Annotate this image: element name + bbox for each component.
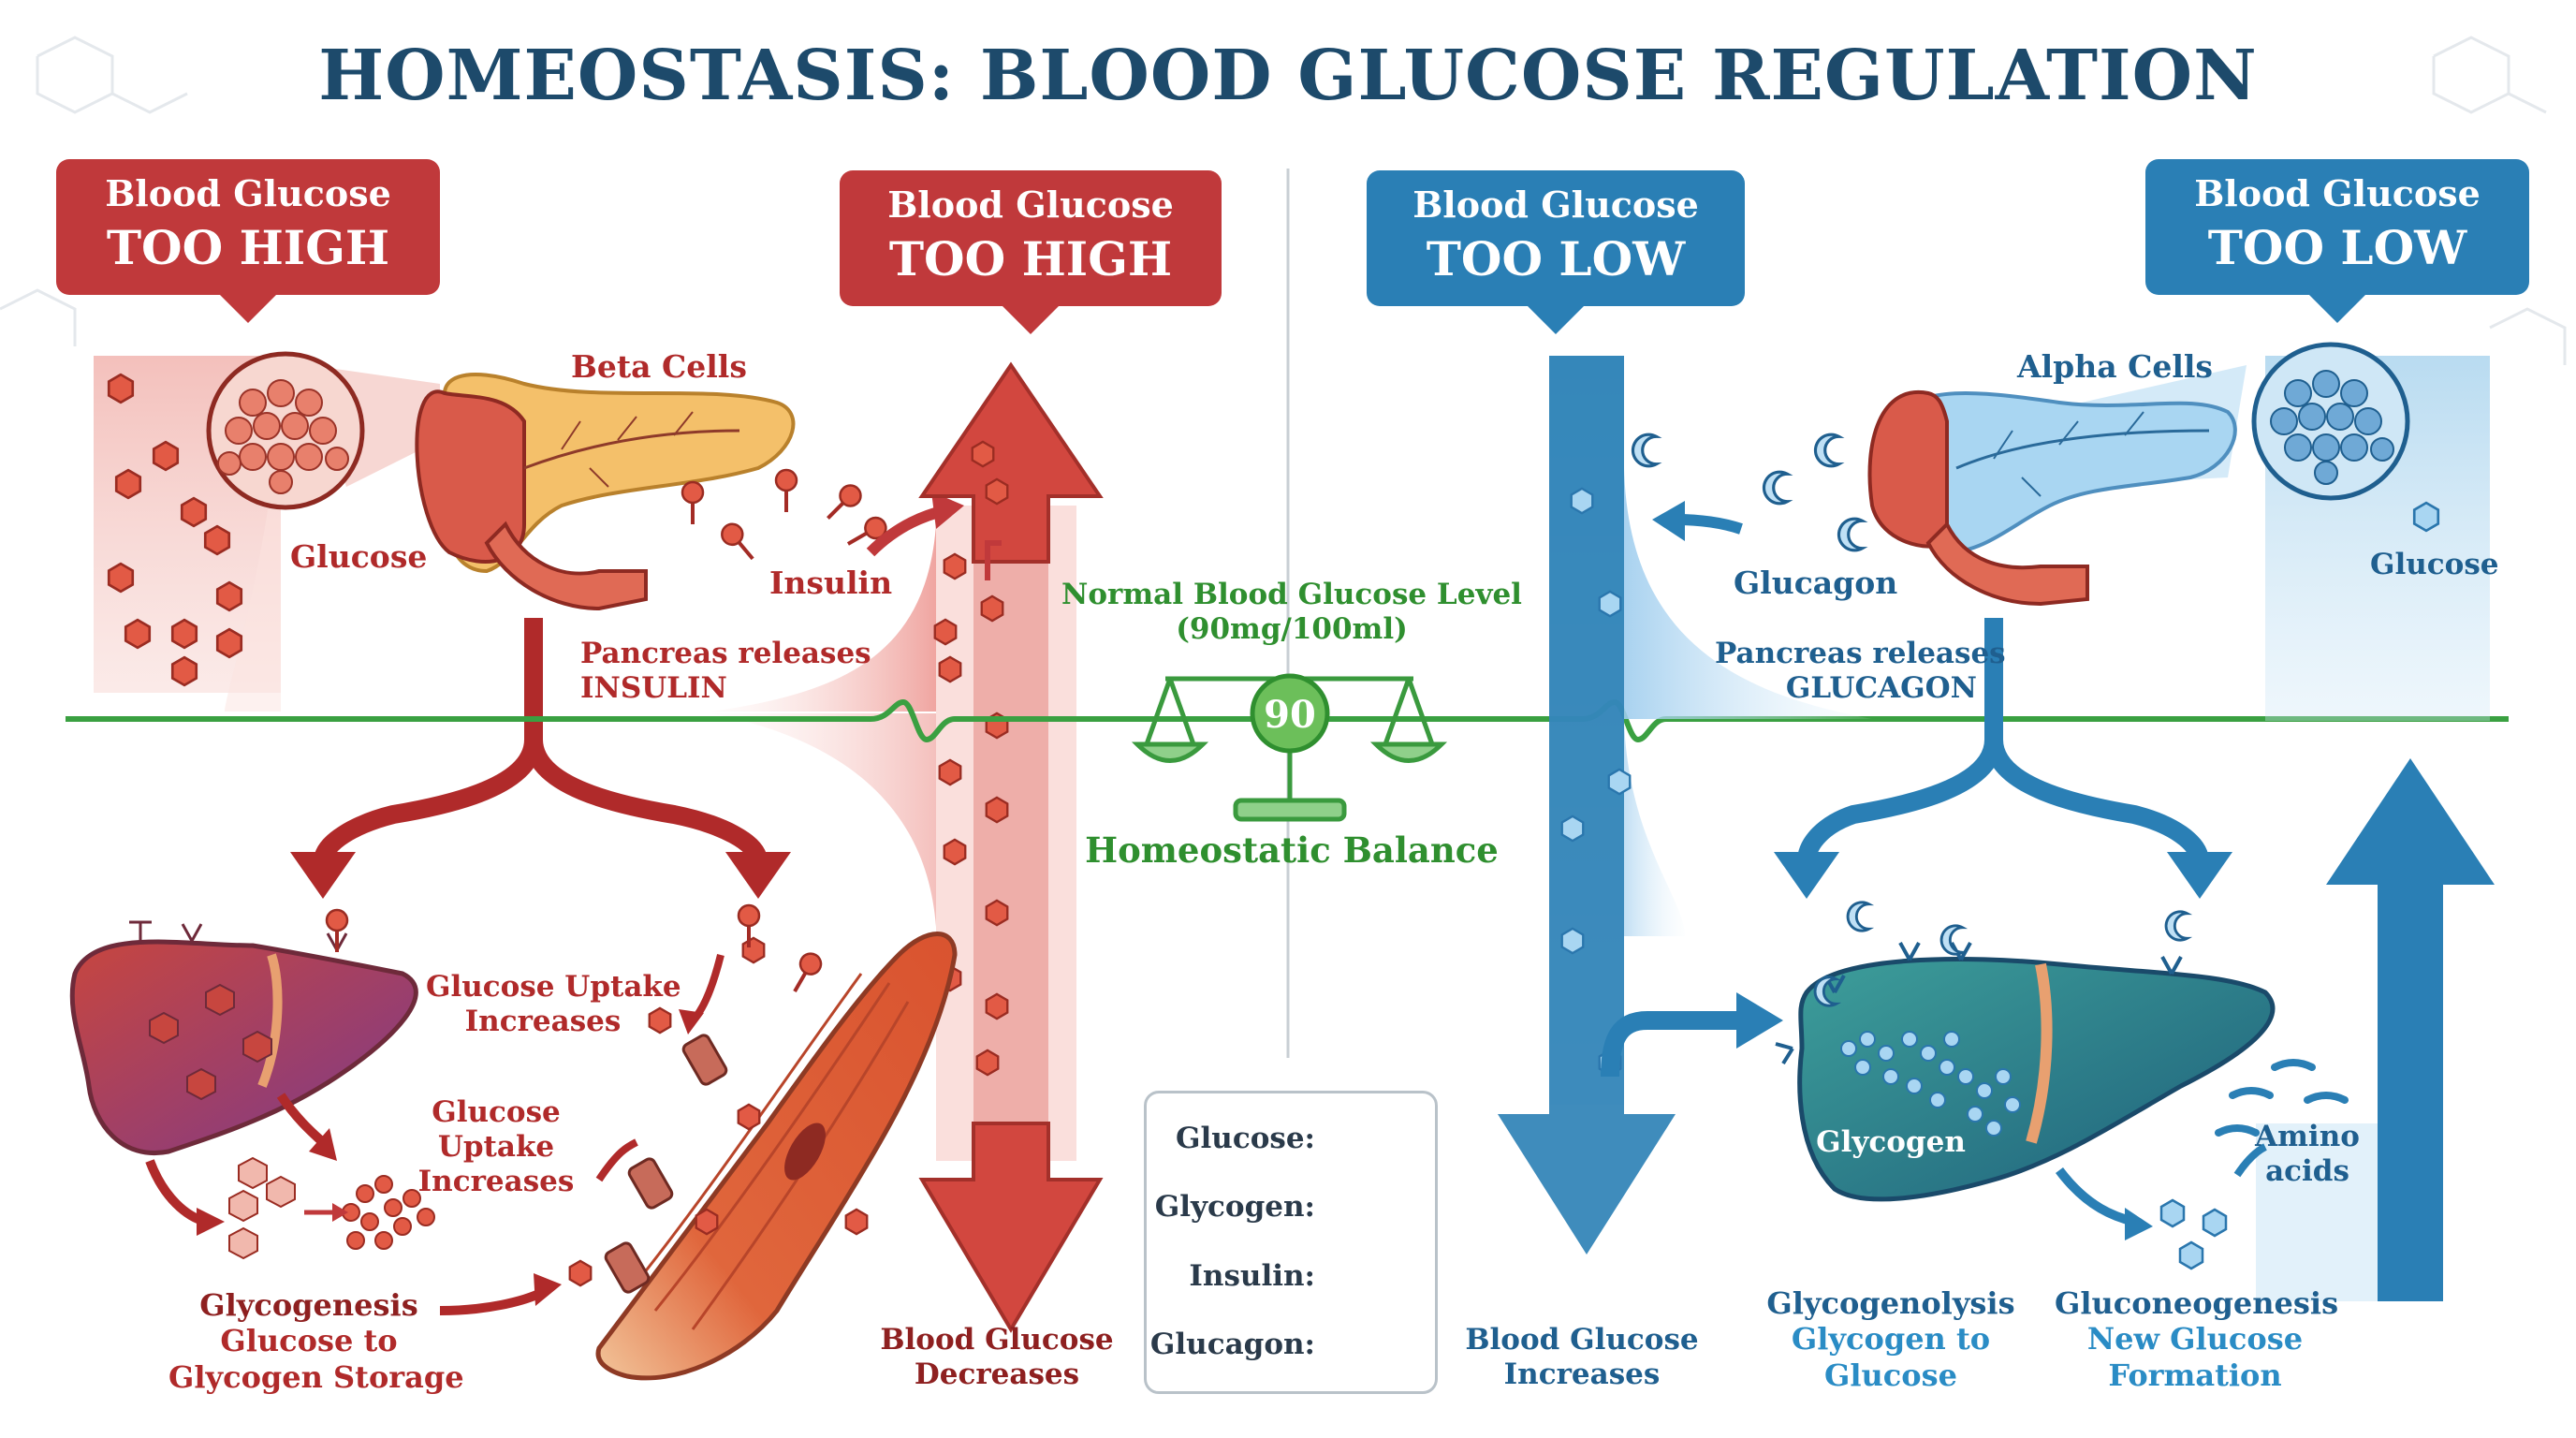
callout-high-left-line1: Blood Glucose [105, 172, 391, 214]
amino-line1: Amino [2255, 1120, 2360, 1153]
callout-tail [1003, 306, 1059, 334]
callout-low-right-line2: TOO LOW [2207, 220, 2467, 275]
liver-glycogenolysis [1797, 956, 2276, 1202]
legend-insulin: Insulin: [1189, 1259, 1315, 1293]
pancreas-insulin-line1: Pancreas releases [580, 637, 871, 670]
insulin-molecules [681, 468, 892, 567]
beta-cells-label: Beta Cells [571, 348, 747, 385]
alpha-cells-label: Alpha Cells [2017, 348, 2213, 385]
glucagon-molecules [1631, 433, 1864, 552]
pancreas-insulin-label: Pancreas releases INSULIN [580, 637, 871, 706]
pancreas-glucagon-label: Pancreas releases GLUCAGON [1715, 637, 2006, 706]
molecule-decoration [0, 36, 2567, 365]
decreases-line2: Decreases [914, 1357, 1080, 1392]
callout-tail [220, 295, 276, 323]
decreases-line1: Blood Glucose [880, 1323, 1114, 1357]
high-fan [711, 524, 936, 712]
callout-low-left-line2: TOO LOW [1426, 231, 1686, 286]
muscle-tissue [595, 932, 958, 1381]
amino-line2: acids [2265, 1154, 2349, 1189]
pancreas-glucagon-line2: GLUCAGON [1785, 671, 1977, 706]
gluconeogenesis-sub1: New Glucose [2086, 1321, 2304, 1357]
low-fan [1624, 468, 1872, 719]
callout-tail [2309, 295, 2365, 323]
glycogen-cluster-red [342, 1175, 435, 1250]
callout-high-right-line1: Blood Glucose [887, 183, 1174, 226]
glucose-label-high: Glucose [290, 538, 428, 575]
glucose-uptake-1-line2: Increases [464, 1005, 622, 1039]
callout-low-right-line1: Blood Glucose [2194, 172, 2481, 214]
muscle-channels [604, 1034, 728, 1294]
glucose-uptake-2-line3: Increases [417, 1165, 575, 1199]
callout-high-right: Blood Glucose TOO HIGH [840, 170, 1222, 334]
insulin-branch-arrow [314, 618, 768, 863]
increases-line1: Blood Glucose [1465, 1323, 1699, 1357]
glycogenesis-sub2: Glycogen Storage [168, 1358, 464, 1395]
callout-low-left: Blood Glucose TOO LOW [1367, 170, 1745, 334]
pancreas-glucagon [1867, 389, 2237, 607]
glycogenesis-sub1: Glucose to [220, 1323, 398, 1359]
insulin-label: Insulin [769, 565, 893, 601]
homeostatic-balance-label: Homeostatic Balance [1085, 829, 1499, 871]
pancreas-insulin [415, 373, 796, 611]
glycogenolysis-sub2: Glucose [1824, 1357, 1957, 1393]
callout-tail [1528, 306, 1584, 334]
low-blood-glucose-arrow [2326, 758, 2495, 1301]
normal-level-line2: (90mg/100ml) [1176, 612, 1408, 647]
glucose-uptake-1-line1: Glucose Uptake [426, 970, 681, 1004]
amino-acid-chains [2215, 1059, 2349, 1137]
glucagon-label: Glucagon [1734, 565, 1898, 601]
scale-dial [1250, 673, 1330, 754]
scale-value: 90 [1264, 693, 1316, 737]
gluconeogenesis-title: Gluconeogenesis [2055, 1285, 2339, 1321]
glycogenesis-label: Glycogenesis Glucose to Glycogen Storage [168, 1287, 464, 1395]
normal-level-label: Normal Blood Glucose Level (90mg/100ml) [1058, 578, 1526, 647]
blood-glucose-increases-label: Blood Glucose Increases [1456, 1323, 1708, 1392]
glycogenolysis-title: Glycogenolysis [1766, 1285, 2015, 1321]
beta-cell-magnifier [206, 351, 440, 510]
glucose-uptake-2-line2: Uptake [437, 1130, 555, 1165]
glucose-uptake-2-line1: Glucose [432, 1095, 561, 1129]
blood-glucose-decreases-label: Blood Glucose Decreases [871, 1323, 1123, 1392]
callout-low-left-line1: Blood Glucose [1412, 183, 1699, 226]
glucagon-arrow [1675, 514, 1743, 535]
callout-high-left-line2: TOO HIGH [106, 220, 390, 275]
pancreas-insulin-line2: INSULIN [580, 671, 727, 706]
callout-high-right-line2: TOO HIGH [888, 231, 1173, 286]
callout-high-left: Blood Glucose TOO HIGH [56, 159, 440, 323]
glucose-label-low: Glucose [2370, 548, 2499, 581]
page-title: HOMEOSTASIS: BLOOD GLUCOSE REGULATION [318, 36, 2258, 116]
glucagon-branch-arrow [1797, 618, 2209, 863]
glycogenesis-title: Glycogenesis [199, 1287, 418, 1323]
increases-line2: Increases [1503, 1357, 1661, 1392]
new-glucose-molecules [2159, 1198, 2228, 1270]
gluconeogenesis-label: Gluconeogenesis New Glucose Formation [2055, 1285, 2339, 1393]
glycogen-label: Glycogen [1816, 1125, 1966, 1159]
gluconeogenesis-sub2: Formation [2108, 1357, 2282, 1393]
legend-glucagon: Glucagon: [1149, 1328, 1315, 1361]
low-band-arrow [1498, 356, 1676, 1255]
glucose-uptake-label-2: Glucose Uptake Increases [412, 1095, 580, 1200]
pancreas-glucagon-line1: Pancreas releases [1715, 637, 2006, 670]
callout-low-right: Blood Glucose TOO LOW [2145, 159, 2529, 323]
legend-glucose: Glucose: [1176, 1122, 1315, 1155]
glycogen-cluster-blue [1840, 1031, 2021, 1137]
glycogenolysis-sub1: Glycogen to [1791, 1321, 1991, 1357]
legend: Glucose: Glycogen: Insulin: Glucagon: [1144, 1091, 1438, 1394]
legend-glycogen: Glycogen: [1154, 1190, 1315, 1224]
liver-glycogenesis [69, 939, 418, 1155]
normal-level-line1: Normal Blood Glucose Level [1061, 578, 1522, 611]
amino-acids-label: Amino acids [2247, 1120, 2368, 1189]
glucose-uptake-label-1: Glucose Uptake Increases [426, 970, 681, 1039]
glycogenolysis-label: Glycogenolysis Glycogen to Glucose [1750, 1285, 2031, 1393]
